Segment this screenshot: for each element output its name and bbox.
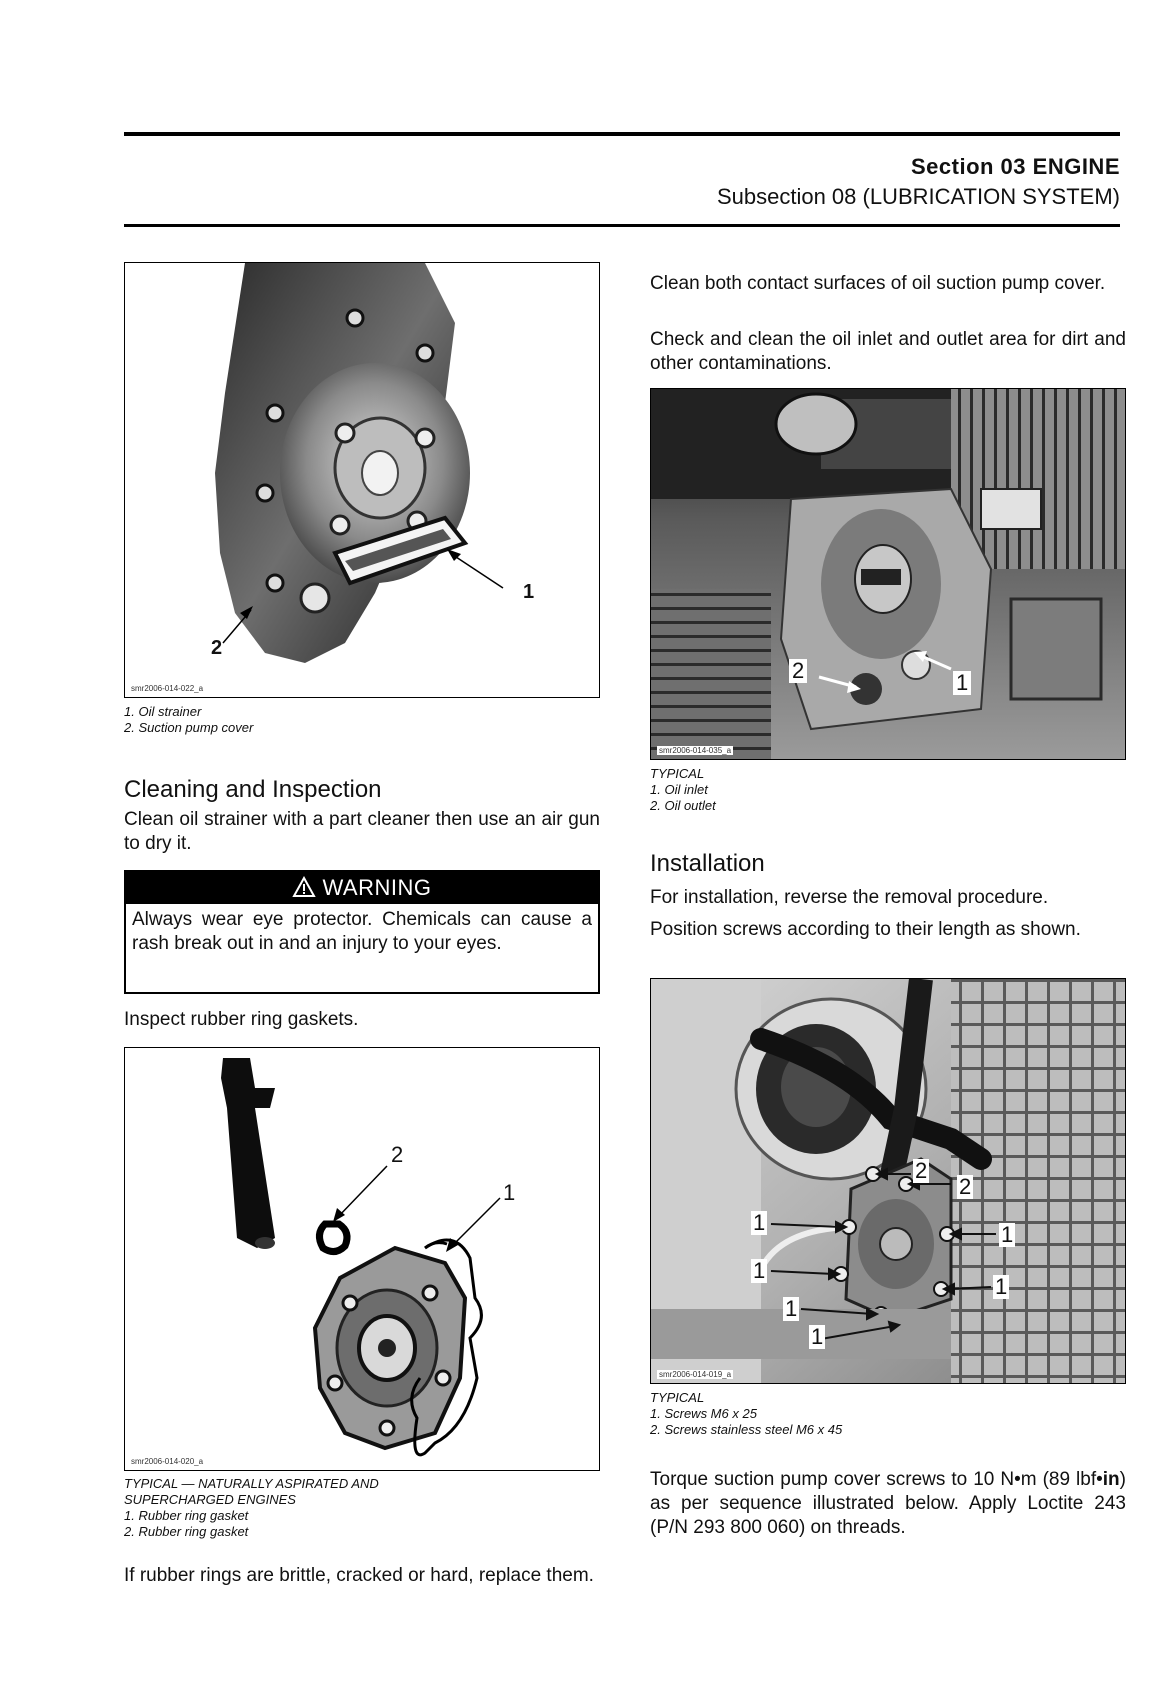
torque-text-end: ) as per sequence illustrated below. App…: [650, 1469, 1126, 1538]
figure4-callout-1d: 1: [993, 1274, 1010, 1299]
figure3-caption: TYPICAL 1. Oil inlet 2. Oil outlet: [650, 766, 1126, 814]
warning-header: WARNING: [126, 872, 598, 904]
figure3-callout-1: 1: [953, 671, 972, 695]
figure-screw-positions: 2 2 1 1 1 1 1 1 smr2006-014-019_a: [650, 978, 1126, 1384]
figure-oil-inlet-outlet: 2 1 smr2006-014-035_a: [650, 388, 1126, 760]
figure4-caption-item-2: 2. Screws stainless steel M6 x 45: [650, 1422, 843, 1437]
torque-paragraph: Torque suction pump cover screws to 10 N…: [650, 1468, 1126, 1540]
figure4-callout-1e: 1: [783, 1296, 800, 1321]
figure4-caption: TYPICAL 1. Screws M6 x 25 2. Screws stai…: [650, 1390, 1126, 1438]
subsection-title: Subsection 08 (LUBRICATION SYSTEM): [716, 184, 1120, 209]
bullet-glyph: •: [1014, 1469, 1021, 1490]
cleaning-paragraph: Clean oil strainer with a part cleaner t…: [124, 809, 600, 854]
figure1-caption-item-1: 1. Oil strainer: [124, 704, 202, 719]
figure1-callout-2: 2: [211, 637, 223, 659]
oil-inlet-outlet-photo: [651, 389, 1125, 759]
torque-text-start: Torque suction pump cover screws to 10 N: [650, 1469, 1015, 1490]
top-rule: [124, 132, 1120, 136]
warning-text: Always wear eye protector. Chemicals can…: [132, 909, 592, 954]
check-inlet-outlet-paragraph: Check and clean the oil inlet and outlet…: [650, 329, 1126, 374]
figure4-callout-1a: 1: [751, 1210, 768, 1235]
header-bottom-rule: [124, 224, 1120, 227]
figure2-callout-1: 1: [503, 1180, 516, 1205]
warning-title: WARNING: [322, 875, 432, 900]
figure1-caption-item-2: 2. Suction pump cover: [124, 720, 254, 735]
figure4-caption-item-1: 1. Screws M6 x 25: [650, 1406, 757, 1421]
figure4-callout-1b: 1: [999, 1222, 1016, 1247]
figure4-callout-2b: 2: [957, 1174, 974, 1199]
figure2-caption-item-2: 2. Rubber ring gasket: [124, 1524, 249, 1539]
figure-oil-strainer: 1 2 smr2006-014-022_a: [124, 262, 600, 698]
figure2-code: smr2006-014-020_a: [131, 1457, 204, 1466]
figure-rubber-ring-gaskets: 2 1 smr2006-014-020_a: [124, 1047, 600, 1471]
installation-paragraph: For installation, reverse the removal pr…: [650, 887, 1049, 908]
figure3-caption-item-2: 2. Oil outlet: [650, 798, 716, 813]
figure2-caption-title: TYPICAL — NATURALLY ASPIRATED AND SUPERC…: [124, 1476, 379, 1507]
figure2-caption-item-1: 1. Rubber ring gasket: [124, 1508, 249, 1523]
torque-text-unit: m (89 lbf: [1020, 1469, 1097, 1490]
torque-text-in: in: [1102, 1469, 1120, 1490]
warning-triangle-icon: [292, 875, 317, 897]
figure4-code: smr2006-014-019_a: [657, 1370, 734, 1379]
rubber-rings-paragraph: If rubber rings are brittle, cracked or …: [124, 1565, 594, 1586]
warning-box: WARNING Always wear eye protector. Chemi…: [124, 870, 600, 994]
figure4-caption-title: TYPICAL: [650, 1390, 705, 1405]
figure3-code: smr2006-014-035_a: [657, 746, 734, 755]
figure1-callout-1: 1: [523, 581, 535, 603]
figure4-callout-2a: 2: [913, 1158, 930, 1183]
bullet-glyph-2: •: [1096, 1469, 1103, 1490]
heading-cleaning-inspection: Cleaning and Inspection: [124, 776, 382, 803]
figure3-caption-title: TYPICAL: [650, 766, 705, 781]
oil-strainer-illustration: [215, 263, 504, 663]
position-screws-paragraph: Position screws according to their lengt…: [650, 919, 1081, 940]
figure3-caption-item-1: 1. Oil inlet: [650, 782, 708, 797]
clean-contact-surfaces-paragraph: Clean both contact surfaces of oil sucti…: [650, 273, 1106, 294]
figure1-caption: 1. Oil strainer 2. Suction pump cover: [124, 704, 600, 736]
heading-installation: Installation: [650, 850, 765, 877]
figure2-caption: TYPICAL — NATURALLY ASPIRATED AND SUPERC…: [124, 1476, 600, 1540]
figure4-callout-1f: 1: [809, 1324, 826, 1349]
rubber-ring-gasket-illustration: [221, 1058, 501, 1457]
figure3-callout-2: 2: [789, 659, 808, 683]
figure1-code: smr2006-014-022_a: [131, 684, 204, 693]
screw-positions-photo: [651, 979, 1125, 1383]
figure4-callout-1c: 1: [751, 1258, 768, 1283]
figure2-callout-2: 2: [391, 1142, 404, 1167]
inspect-paragraph: Inspect rubber ring gaskets.: [124, 1009, 359, 1030]
section-title: Section 03 ENGINE: [910, 154, 1120, 179]
